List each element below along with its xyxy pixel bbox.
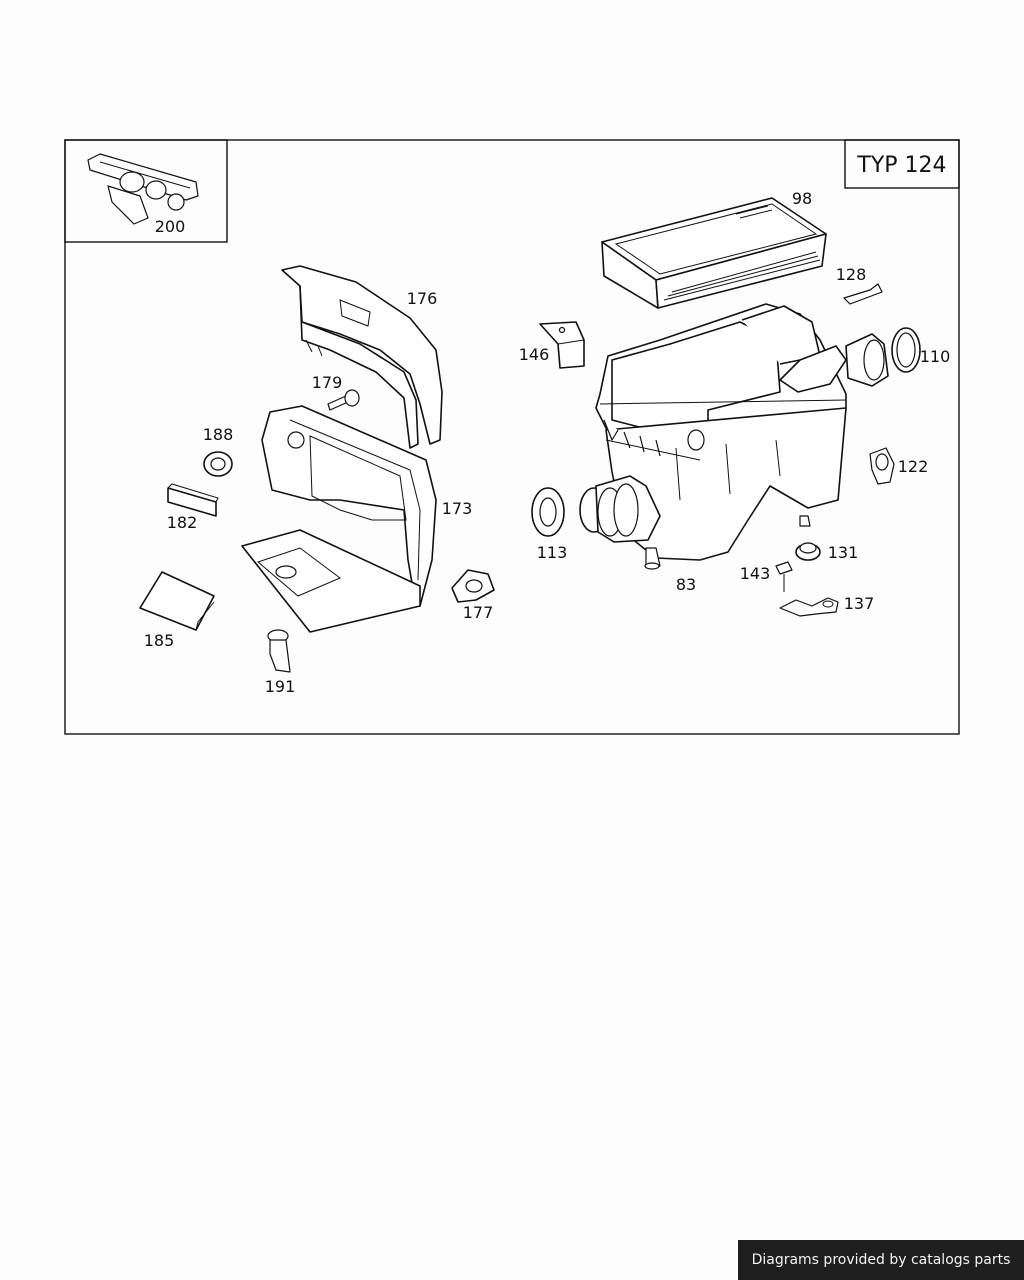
part-110-drawing [845, 327, 921, 387]
label-137: 137 [844, 594, 875, 613]
attribution-footer: Diagrams provided by catalogs parts [738, 1240, 1024, 1280]
label-146: 146 [519, 345, 550, 364]
label-188: 188 [203, 425, 234, 444]
part-83-drawing [644, 547, 661, 570]
attribution-text: Diagrams provided by catalogs parts [751, 1252, 1011, 1268]
type-label: TYP 124 [856, 153, 946, 178]
part-146-drawing [539, 321, 585, 369]
part-191-drawing [267, 629, 291, 673]
part-176-drawing [281, 265, 443, 449]
label-200: 200 [155, 217, 186, 236]
label-176: 176 [407, 289, 438, 308]
label-98: 98 [792, 189, 812, 208]
label-128: 128 [836, 265, 867, 284]
part-177-drawing [451, 569, 495, 603]
diagram-frame [64, 139, 960, 735]
part-137-drawing [779, 597, 839, 617]
label-83: 83 [676, 575, 696, 594]
part-131-drawing [795, 542, 821, 561]
air-filter-housing-drawing [595, 303, 847, 561]
label-122: 122 [898, 457, 929, 476]
part-182-drawing [167, 483, 219, 517]
part-143-drawing [775, 561, 793, 592]
label-113: 113 [537, 543, 568, 562]
label-182: 182 [167, 513, 198, 532]
label-179: 179 [312, 373, 343, 392]
inset-frame [64, 139, 228, 243]
label-185: 185 [144, 631, 175, 650]
part-122-drawing [869, 447, 895, 485]
label-110: 110 [920, 347, 951, 366]
part-200-drawing [87, 153, 199, 225]
label-191: 191 [265, 677, 296, 696]
label-177: 177 [463, 603, 494, 622]
part-185-drawing [139, 571, 215, 631]
part-173-drawing [241, 405, 437, 633]
part-179-drawing [327, 389, 360, 411]
part-188-drawing [203, 451, 233, 477]
part-113-drawing [531, 487, 565, 537]
label-143: 143 [740, 564, 771, 583]
label-131: 131 [828, 543, 859, 562]
part-128-drawing [843, 283, 883, 305]
intake-bellows-drawing [579, 475, 661, 543]
part-98-drawing [601, 197, 827, 309]
label-173: 173 [442, 499, 473, 518]
type-box [844, 139, 960, 189]
